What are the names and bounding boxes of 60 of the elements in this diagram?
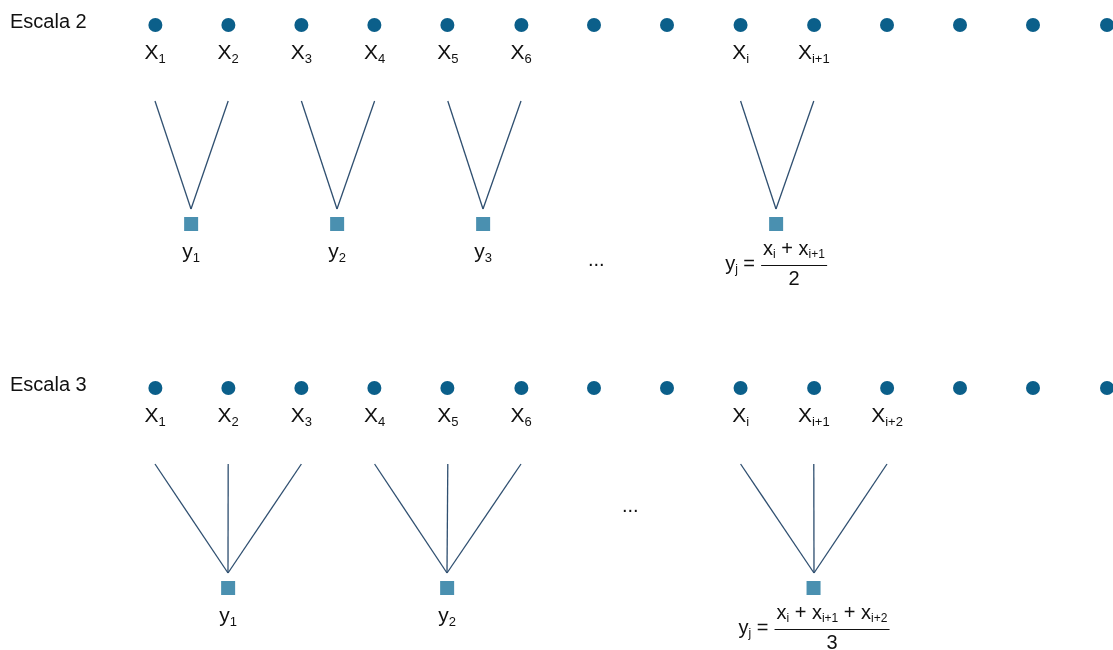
ellipsis-text: ... bbox=[588, 248, 605, 271]
variable-label: X$_{4}$ bbox=[363, 403, 386, 431]
variable-label: X$_{6}$ bbox=[510, 40, 532, 68]
variable-label: X$_{2}$ bbox=[217, 40, 239, 68]
average-label: y$_{1}$ bbox=[219, 603, 237, 631]
average-label: y$_{2}$ bbox=[438, 603, 456, 631]
point-dot bbox=[587, 18, 602, 32]
connector-line bbox=[446, 463, 522, 574]
connector-line bbox=[739, 100, 777, 210]
variable-label: X$_{i}$ bbox=[732, 403, 750, 431]
average-label: y$_{3}$ bbox=[474, 239, 492, 267]
connector-line bbox=[813, 463, 815, 574]
variable-label: X$_{3}$ bbox=[290, 40, 312, 68]
connector-line bbox=[447, 100, 484, 210]
scale-label: Escala 3 bbox=[10, 373, 87, 396]
variable-label: X$_{i+1}$ bbox=[797, 40, 830, 68]
point-dot bbox=[1026, 381, 1041, 395]
connector-line bbox=[336, 100, 376, 210]
formula-denominator: 2 bbox=[788, 266, 800, 290]
point-dot bbox=[1099, 18, 1113, 32]
connector-line bbox=[190, 100, 229, 210]
point-dot bbox=[660, 381, 675, 395]
connector-line bbox=[227, 463, 229, 574]
connector-line bbox=[813, 463, 888, 574]
average-label: y$_{1}$ bbox=[182, 239, 200, 267]
connector-line bbox=[482, 100, 522, 210]
point-dot bbox=[587, 381, 602, 395]
variable-label: X$_{4}$ bbox=[363, 40, 386, 68]
variable-label: X$_{6}$ bbox=[510, 403, 532, 431]
variable-label: X$_{2}$ bbox=[217, 403, 239, 431]
connector-line bbox=[227, 463, 303, 574]
connector-line bbox=[373, 463, 448, 574]
formula-lhs: y$_{j}$ = bbox=[725, 251, 756, 276]
point-dot bbox=[1099, 381, 1113, 395]
variable-label: X$_{3}$ bbox=[290, 403, 312, 431]
connector-line bbox=[154, 463, 229, 574]
formula-numerator: x$_{i}$ + x$_{i+1}$ + x$_{i+2}$ bbox=[774, 601, 890, 630]
formula-lhs: y$_{j}$ = bbox=[738, 615, 769, 640]
variable-label: X$_{1}$ bbox=[144, 403, 166, 431]
variable-label: X$_{i}$ bbox=[732, 40, 750, 68]
variable-label: X$_{5}$ bbox=[437, 403, 459, 431]
point-dot bbox=[953, 18, 968, 32]
variable-label: X$_{1}$ bbox=[144, 40, 166, 68]
variable-label: X$_{i+2}$ bbox=[871, 403, 903, 431]
connector-line bbox=[739, 463, 815, 574]
formula-numerator: x$_{i}$ + x$_{i+1}$ bbox=[761, 237, 827, 266]
point-dot bbox=[1026, 18, 1041, 32]
point-dot bbox=[880, 18, 894, 32]
point-dot bbox=[953, 381, 968, 395]
variable-label: X$_{i+1}$ bbox=[797, 403, 830, 431]
formula-denominator: 3 bbox=[826, 630, 838, 650]
variable-label: X$_{5}$ bbox=[437, 40, 459, 68]
scale-label: Escala 2 bbox=[10, 10, 87, 33]
point-dot bbox=[660, 18, 675, 32]
connector-line bbox=[154, 100, 192, 210]
ellipsis-text: ... bbox=[622, 494, 639, 517]
connector-line bbox=[446, 463, 449, 574]
connector-line bbox=[775, 100, 815, 210]
average-label: y$_{2}$ bbox=[328, 239, 346, 267]
connector-line bbox=[300, 100, 338, 210]
